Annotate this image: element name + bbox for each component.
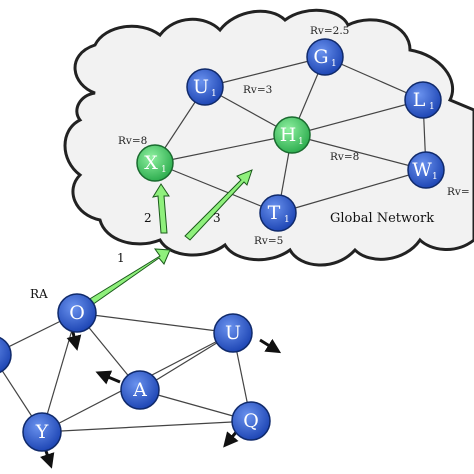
edge-x-t (154, 162, 279, 214)
node-g1[interactable]: G 1 (306, 38, 344, 76)
node-q-letter: Q (243, 410, 259, 432)
node-x1-letter: X (144, 152, 158, 174)
edge-l-h (291, 99, 424, 136)
arrow-from-a (95, 370, 121, 385)
arrow-from-u (259, 338, 282, 354)
rv-label-g1: Rv=2.5 (310, 25, 349, 37)
edge-u-g (204, 56, 326, 88)
node-w1[interactable]: W 1 (407, 151, 445, 189)
node-h1[interactable]: H 1 (273, 116, 311, 154)
rv-label-u1: Rv=3 (243, 84, 272, 96)
node-l1[interactable]: L 1 (404, 81, 442, 119)
edge-o-y (41, 312, 78, 433)
step-label-2: 2 (144, 211, 152, 225)
step-label-3: 3 (213, 211, 221, 225)
node-h1-subscript: 1 (298, 137, 304, 147)
node-u[interactable]: U (213, 313, 253, 353)
rv-label-x1: Rv=8 (118, 135, 147, 147)
node-u1[interactable]: U 1 (186, 68, 224, 106)
global-network-cloud (63, 8, 474, 267)
node-t1-subscript: 1 (284, 215, 290, 225)
global-network-label: Global Network (330, 211, 434, 226)
edge-o-u2 (76, 312, 234, 334)
rv-label-t1: Rv=5 (254, 235, 283, 247)
node-x1[interactable]: X 1 (136, 144, 174, 182)
node-offscreen-left[interactable] (0, 336, 12, 374)
rv-label-w1: Rv= (447, 186, 470, 198)
edge-h-w (291, 134, 427, 171)
node-w1-subscript: 1 (432, 172, 438, 182)
node-g1-letter: G (313, 46, 328, 68)
node-a[interactable]: A (120, 370, 160, 410)
arrow-step-2 (151, 183, 170, 234)
rv-label-h1: Rv=8 (330, 151, 359, 163)
node-o[interactable]: O (57, 293, 97, 333)
node-h1-letter: H (280, 124, 297, 146)
node-y[interactable]: Y (22, 412, 62, 452)
node-q[interactable]: Q (231, 401, 271, 441)
node-g1-subscript: 1 (331, 59, 337, 69)
node-t1[interactable]: T 1 (259, 194, 297, 232)
ra-label: RA (30, 287, 48, 301)
node-y-letter: Y (35, 421, 49, 443)
edge-y-q (41, 420, 252, 433)
node-a-letter: A (132, 379, 147, 401)
node-l1-subscript: 1 (429, 102, 435, 112)
node-u1-letter: U (193, 76, 209, 98)
arrow-step-1 (87, 248, 171, 306)
node-u-letter: U (225, 322, 241, 344)
node-o-letter: O (69, 302, 85, 324)
node-u1-subscript: 1 (211, 89, 217, 99)
step-arrows (87, 169, 253, 306)
node-w1-letter: W (412, 159, 432, 181)
node-l1-letter: L (413, 89, 426, 111)
step-label-1: 1 (117, 251, 125, 265)
node-x1-subscript: 1 (161, 165, 167, 175)
node-t1-letter: T (268, 202, 281, 224)
edge-t-w (277, 169, 427, 214)
arrow-step-3 (184, 169, 253, 241)
edge-x-h (154, 134, 293, 164)
